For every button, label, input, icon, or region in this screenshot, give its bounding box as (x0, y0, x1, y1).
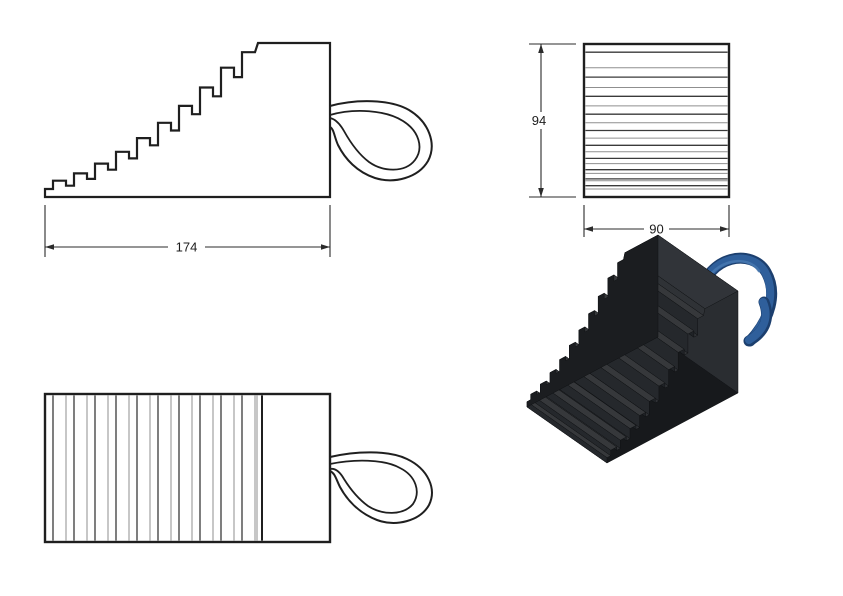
top-view (43, 392, 433, 544)
handle-strap-inner (329, 459, 418, 514)
top-outline (43, 392, 332, 544)
handle-strap-outer (329, 451, 433, 524)
arrowhead-left (584, 226, 593, 232)
rear-height-value: 94 (532, 113, 546, 128)
chock-3d-body (526, 234, 739, 464)
handle-strap-outer (329, 100, 433, 182)
rear-view: 94 90 (529, 42, 731, 237)
arrowhead-up (538, 44, 544, 53)
rear-height-dimension: 94 (529, 43, 576, 198)
rear-width-dimension: 90 (583, 205, 730, 237)
chock-face (526, 234, 659, 408)
iso-view (526, 234, 778, 464)
side-profile-outline (43, 41, 332, 199)
handle-rope-front (743, 296, 773, 347)
rear-outline (582, 42, 731, 199)
arrowhead-right (321, 244, 330, 250)
side-view: 174 (43, 41, 433, 257)
side-length-value: 174 (176, 240, 198, 255)
top-step-lines (52, 395, 263, 541)
side-handle-loop (329, 100, 433, 182)
top-handle-loop (329, 451, 433, 524)
rear-step-lines (585, 51, 728, 190)
rear-width-value: 90 (649, 222, 663, 237)
arrowhead-right (720, 226, 729, 232)
arrowhead-left (45, 244, 54, 250)
side-length-dimension: 174 (44, 205, 331, 257)
handle-strap-inner (329, 110, 421, 171)
arrowhead-down (538, 188, 544, 197)
